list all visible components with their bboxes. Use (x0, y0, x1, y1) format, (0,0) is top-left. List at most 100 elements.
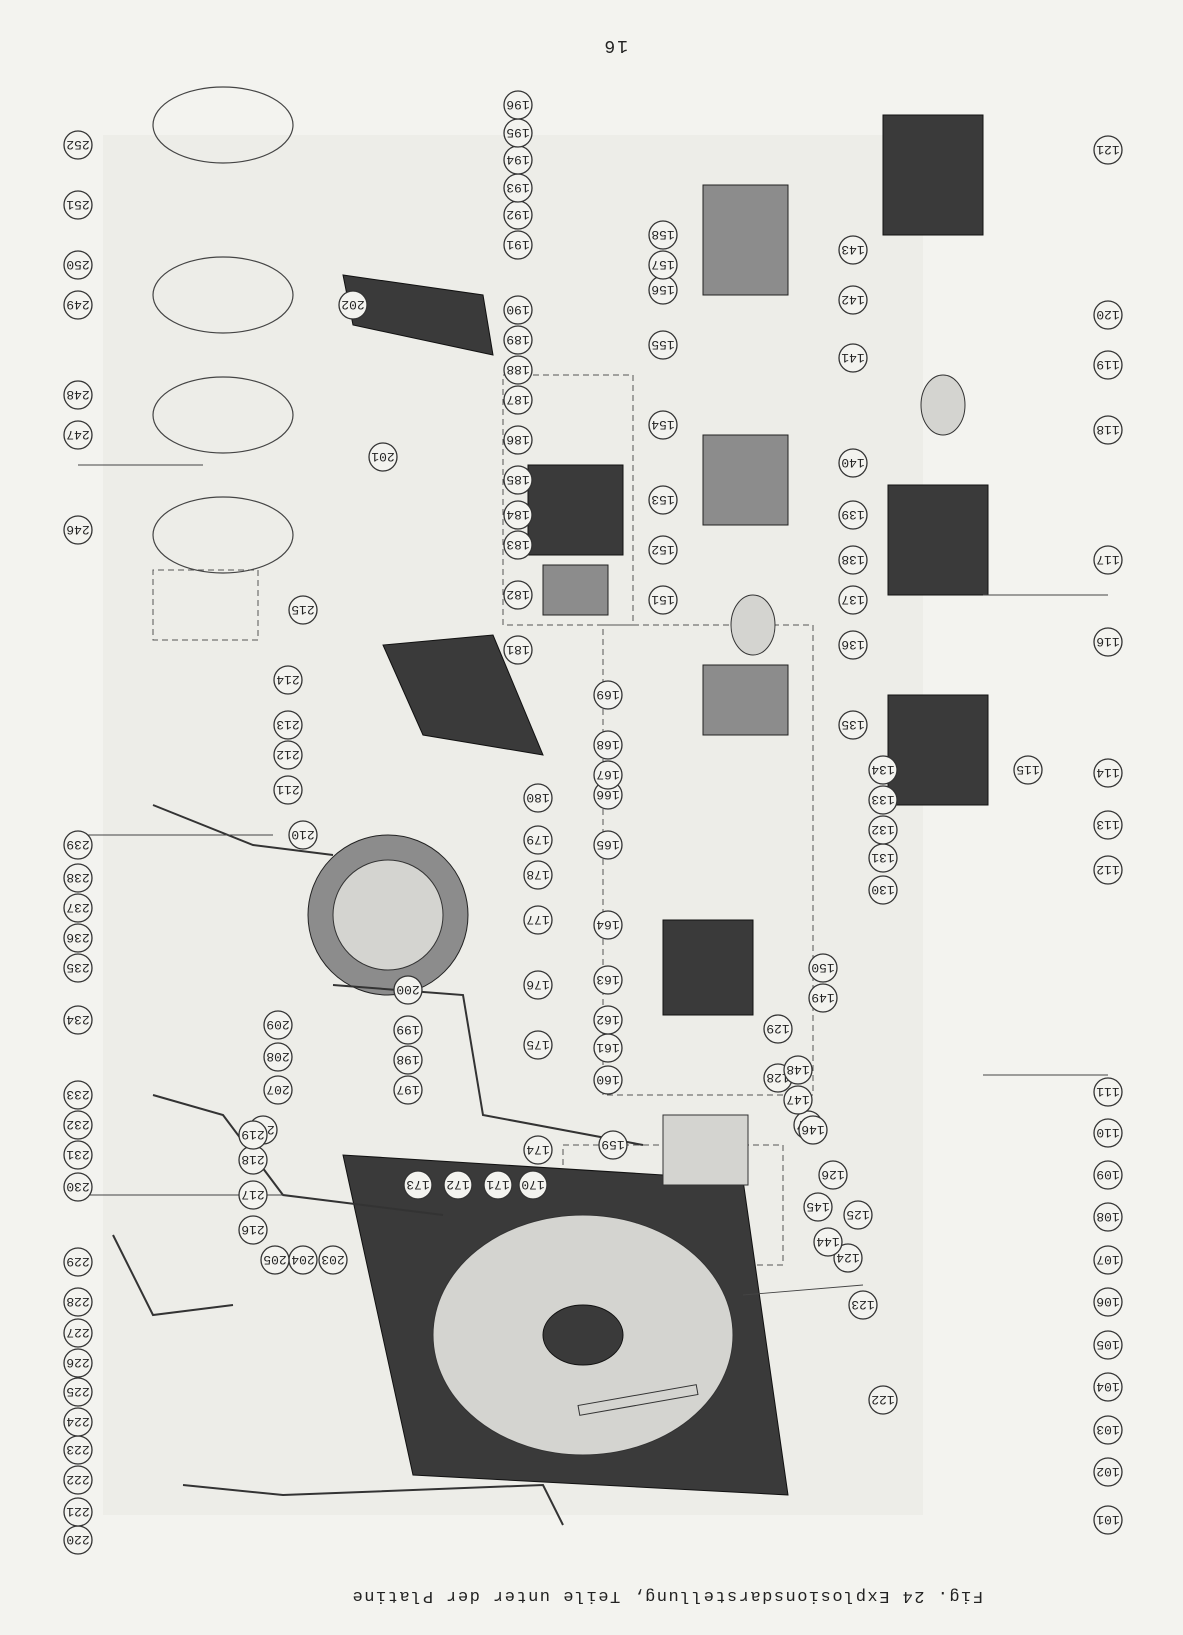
callout-222: 222 (63, 1465, 93, 1495)
callout-circle (598, 1130, 628, 1160)
callout-138: 138 (838, 545, 868, 575)
callout-circle (63, 923, 93, 953)
callout-146: 146 (798, 1115, 828, 1145)
callout-label: 132 (871, 822, 894, 837)
callout-195: 195 (503, 118, 533, 148)
callout-121: 121 (1093, 135, 1123, 165)
callout-label: 235 (66, 960, 89, 975)
callout-label: 167 (596, 767, 619, 782)
callout-209: 209 (263, 1010, 293, 1040)
callout-circle (63, 1005, 93, 1035)
callout-label: 111 (1096, 1084, 1120, 1099)
callout-label: 207 (266, 1082, 289, 1097)
callout-234: 234 (63, 1005, 93, 1035)
callout-label: 166 (596, 787, 619, 802)
callout-184: 184 (503, 500, 533, 530)
callout-label: 115 (1016, 762, 1039, 777)
callout-circle (593, 680, 623, 710)
callout-149: 149 (808, 983, 838, 1013)
callout-label: 144 (816, 1234, 840, 1249)
callout-circle (1093, 300, 1123, 330)
callout-172: 172 (443, 1170, 473, 1200)
callout-249: 249 (63, 290, 93, 320)
callout-189: 189 (503, 325, 533, 355)
callout-label: 113 (1096, 817, 1119, 832)
callout-circle (523, 783, 553, 813)
callout-label: 108 (1096, 1209, 1119, 1224)
callout-165: 165 (593, 830, 623, 860)
callout-192: 192 (503, 200, 533, 230)
callout-186: 186 (503, 425, 533, 455)
callout-circle (1093, 545, 1123, 575)
callout-label: 136 (841, 637, 864, 652)
callout-238: 238 (63, 863, 93, 893)
callout-circle (803, 1192, 833, 1222)
callout-label: 131 (871, 850, 895, 865)
callout-111: 111 (1093, 1077, 1123, 1107)
motor-housing-121 (882, 114, 984, 236)
callout-circle (593, 1005, 623, 1035)
callout-157: 157 (648, 250, 678, 280)
callout-circle (288, 595, 318, 625)
callout-circle (273, 775, 303, 805)
callout-167: 167 (593, 760, 623, 790)
callout-circle (63, 953, 93, 983)
callout-163: 163 (593, 965, 623, 995)
callout-162: 162 (593, 1005, 623, 1035)
callout-label: 103 (1096, 1422, 1119, 1437)
callout-201: 201 (368, 442, 398, 472)
callout-circle (838, 235, 868, 265)
callout-205: 205 (260, 1245, 290, 1275)
callout-label: 189 (506, 332, 529, 347)
callout-circle (63, 290, 93, 320)
callout-circle (593, 910, 623, 940)
callout-circle (368, 442, 398, 472)
callout-label: 163 (596, 972, 619, 987)
callout-label: 223 (66, 1442, 89, 1457)
callout-circle (1093, 1372, 1123, 1402)
callout-label: 119 (1096, 357, 1119, 372)
callout-label: 252 (66, 137, 89, 152)
callout-136: 136 (838, 630, 868, 660)
callout-circle (1093, 1457, 1123, 1487)
callout-204: 204 (288, 1245, 318, 1275)
arm-180 (382, 634, 544, 756)
callout-227: 227 (63, 1318, 93, 1348)
callout-label: 182 (506, 587, 529, 602)
lever-229 (112, 1234, 234, 1317)
callout-circle (523, 1030, 553, 1060)
callout-circle (868, 785, 898, 815)
callout-label: 143 (841, 242, 864, 257)
callout-231: 231 (63, 1140, 93, 1170)
callout-141: 141 (838, 343, 868, 373)
callout-label: 247 (66, 427, 89, 442)
callout-circle (648, 485, 678, 515)
callout-circle (63, 1497, 93, 1527)
callout-circle (1093, 758, 1123, 788)
callout-224: 224 (63, 1407, 93, 1437)
callout-229: 229 (63, 1247, 93, 1277)
callout-label: 101 (1096, 1512, 1120, 1527)
callout-label: 155 (651, 337, 674, 352)
callout-228: 228 (63, 1287, 93, 1317)
callout-circle (63, 1407, 93, 1437)
callout-label: 230 (66, 1179, 89, 1194)
coil-143 (702, 184, 789, 296)
callout-circle (593, 1065, 623, 1095)
callout-236: 236 (63, 923, 93, 953)
callout-187: 187 (503, 385, 533, 415)
cable-249 (152, 256, 294, 334)
callout-label: 200 (396, 982, 419, 997)
callout-label: 186 (506, 432, 529, 447)
callout-circle (260, 1245, 290, 1275)
callout-circle (63, 863, 93, 893)
callout-158: 158 (648, 220, 678, 250)
callout-circle (503, 465, 533, 495)
callout-circle (868, 755, 898, 785)
callout-label: 180 (526, 790, 549, 805)
callout-label: 148 (786, 1062, 809, 1077)
callout-197: 197 (393, 1075, 423, 1105)
callout-104: 104 (1093, 1372, 1123, 1402)
callout-133: 133 (868, 785, 898, 815)
callout-183: 183 (503, 530, 533, 560)
